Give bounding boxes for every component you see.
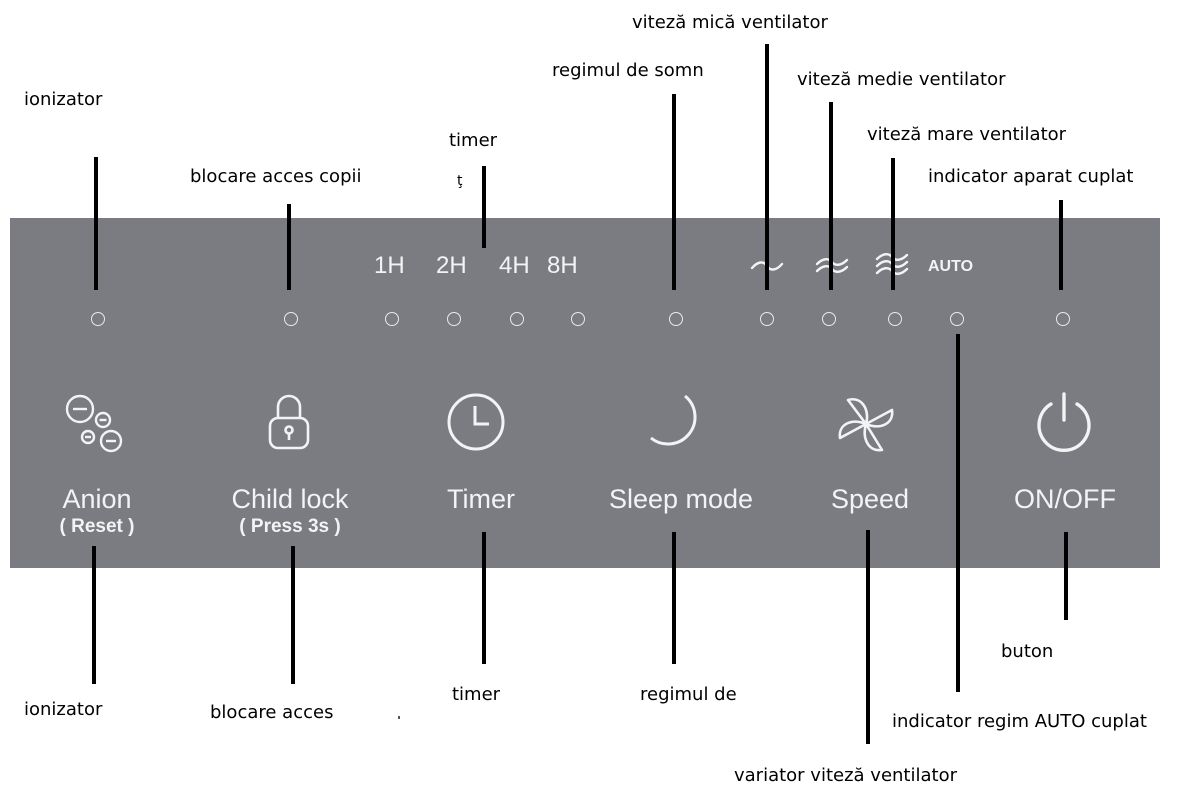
- hour-label-8h: 8H: [547, 252, 578, 279]
- callout-fan-high: viteză mare ventilator: [867, 124, 1067, 145]
- callout-fan-medium: viteză medie ventilator: [797, 69, 1006, 90]
- led-timer-2h: [447, 312, 461, 326]
- led-auto: [950, 312, 964, 326]
- hour-label-4h: 4H: [499, 252, 530, 279]
- padlock-icon: [264, 390, 314, 454]
- leader-auto-indicator: [956, 334, 960, 692]
- leader-speed-variator: [866, 530, 870, 744]
- leader-timer-top: [482, 166, 486, 248]
- callout-button: buton: [1001, 641, 1054, 662]
- clock-icon: [444, 390, 508, 454]
- callout-auto-indicator: indicator regim AUTO cuplat: [892, 711, 1147, 732]
- power-button-label: ON/OFF: [1014, 484, 1116, 514]
- led-fan-medium: [822, 312, 836, 326]
- callout-sleep-top: regimul de somn: [552, 60, 704, 81]
- callout-child-lock-top: blocare acces copii: [190, 166, 362, 187]
- leader-child-lock-top: [287, 204, 291, 290]
- child-lock-button-sublabel: ( Press 3s ): [239, 516, 341, 537]
- leader-timer-bottom: [482, 532, 486, 664]
- leader-power-indicator: [1059, 200, 1063, 290]
- callout-power-indicator: indicator aparat cuplat: [928, 166, 1134, 187]
- sleep-button-label: Sleep mode: [608, 484, 754, 514]
- leader-ionizer-top: [94, 157, 98, 290]
- callout-fan-low: viteză mică ventilator: [632, 12, 828, 33]
- leader-sleep-bottom: [672, 532, 676, 664]
- child-lock-button-label: Child lock: [231, 484, 349, 514]
- hour-label-1h: 1H: [374, 252, 405, 279]
- power-icon: [1030, 388, 1098, 456]
- callout-timer-bottom: timer: [452, 684, 501, 705]
- control-panel: 1H 2H 4H 8H AUTO: [10, 218, 1160, 568]
- stray-mark: [398, 716, 400, 719]
- led-fan-high: [888, 312, 902, 326]
- led-power: [1056, 312, 1070, 326]
- led-anion: [91, 312, 105, 326]
- led-timer-4h: [510, 312, 524, 326]
- callout-ionizer-bottom: ionizator: [24, 699, 103, 720]
- leader-fan-medium: [829, 102, 833, 290]
- led-timer-1h: [385, 312, 399, 326]
- leader-button: [1064, 532, 1068, 620]
- callout-timer-top: timer: [449, 130, 498, 151]
- callout-ionizer-top: ionizator: [24, 89, 103, 110]
- leader-sleep-top: [672, 94, 676, 290]
- led-sleep: [669, 312, 683, 326]
- anion-button-label: Anion: [62, 484, 132, 514]
- leader-ionizer-bottom: [92, 546, 96, 684]
- speed-button-label: Speed: [830, 484, 910, 514]
- timer-button-label: Timer: [447, 484, 515, 514]
- fan-icon: [836, 394, 896, 454]
- leader-child-lock-bottom: [291, 546, 295, 684]
- led-child-lock: [284, 312, 298, 326]
- hour-label-2h: 2H: [436, 252, 467, 279]
- auto-label: AUTO: [928, 258, 974, 275]
- led-fan-low: [760, 312, 774, 326]
- moon-icon: [645, 390, 709, 454]
- callout-child-lock-bottom: blocare acces: [210, 702, 334, 723]
- callout-timer-mark: ţ: [457, 173, 463, 189]
- callout-speed-variator: variator viteză ventilator: [734, 765, 957, 786]
- anion-icon: [62, 393, 132, 457]
- anion-button-sublabel: ( Reset ): [59, 516, 135, 537]
- led-timer-8h: [571, 312, 585, 326]
- callout-sleep-bottom: regimul de: [640, 684, 737, 705]
- leader-fan-high: [891, 158, 895, 290]
- leader-fan-low: [765, 44, 769, 290]
